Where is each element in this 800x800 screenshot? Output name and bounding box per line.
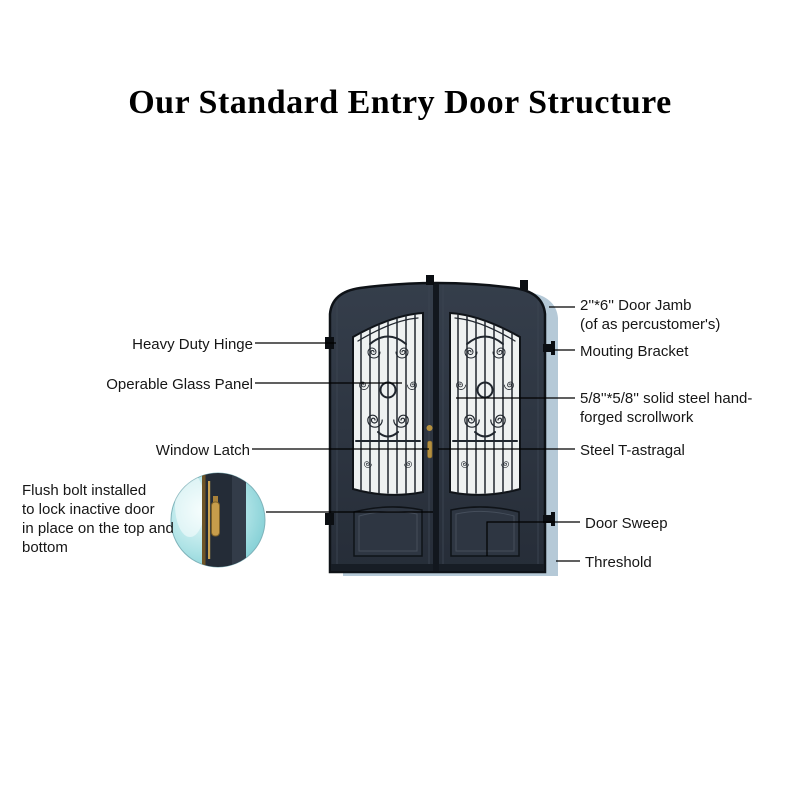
label-steel-t-astragal: Steel T-astragal (580, 442, 685, 459)
roof-bracket-2 (520, 280, 528, 290)
page-title: Our Standard Entry Door Structure (128, 84, 672, 121)
hinge-bottom-left (325, 513, 334, 525)
astragal (433, 284, 439, 571)
label-heavy-duty-hinge: Heavy Duty Hinge (132, 336, 253, 353)
roof-bracket-1 (426, 275, 434, 285)
flush-bolt-inset (170, 472, 266, 568)
label-operable-glass-panel: Operable Glass Panel (106, 376, 253, 393)
label-flush-bolt: Flush bolt installed to lock inactive do… (22, 482, 174, 556)
label-door-jamb: 2''*6'' Door Jamb (of as percustomer's) (580, 297, 721, 333)
label-scrollwork: 5/8''*5/8'' solid steel hand- forged scr… (580, 390, 753, 426)
label-threshold: Threshold (585, 554, 652, 571)
callout-lines (252, 306, 580, 562)
bottom-panel-right (450, 506, 520, 557)
bottom-panel-left (353, 506, 423, 557)
scrollwork-left (355, 313, 421, 494)
label-mounting-bracket: Mouting Bracket (580, 343, 689, 360)
door-handle (426, 425, 433, 459)
line-door-sweep (486, 521, 580, 556)
bracket-bottom-right (543, 512, 555, 526)
bracket-top-right (543, 341, 555, 355)
label-door-sweep: Door Sweep (585, 515, 668, 532)
label-window-latch: Window Latch (155, 442, 250, 459)
